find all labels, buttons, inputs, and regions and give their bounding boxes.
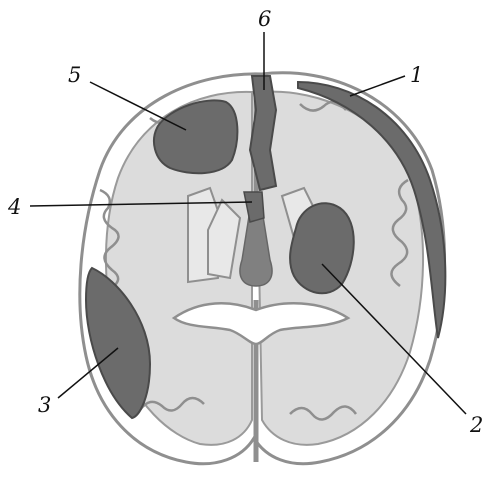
leader-line-1 xyxy=(350,76,405,96)
callout-label-2: 2 xyxy=(469,413,483,437)
lesion-2-basal-ganglia-hematoma xyxy=(290,203,354,293)
callout-label-6: 6 xyxy=(258,7,271,31)
callout-label-5: 5 xyxy=(68,63,81,87)
callout-label-1: 1 xyxy=(410,63,423,87)
callout-label-3: 3 xyxy=(38,393,51,417)
callout-label-4: 4 xyxy=(7,195,21,219)
